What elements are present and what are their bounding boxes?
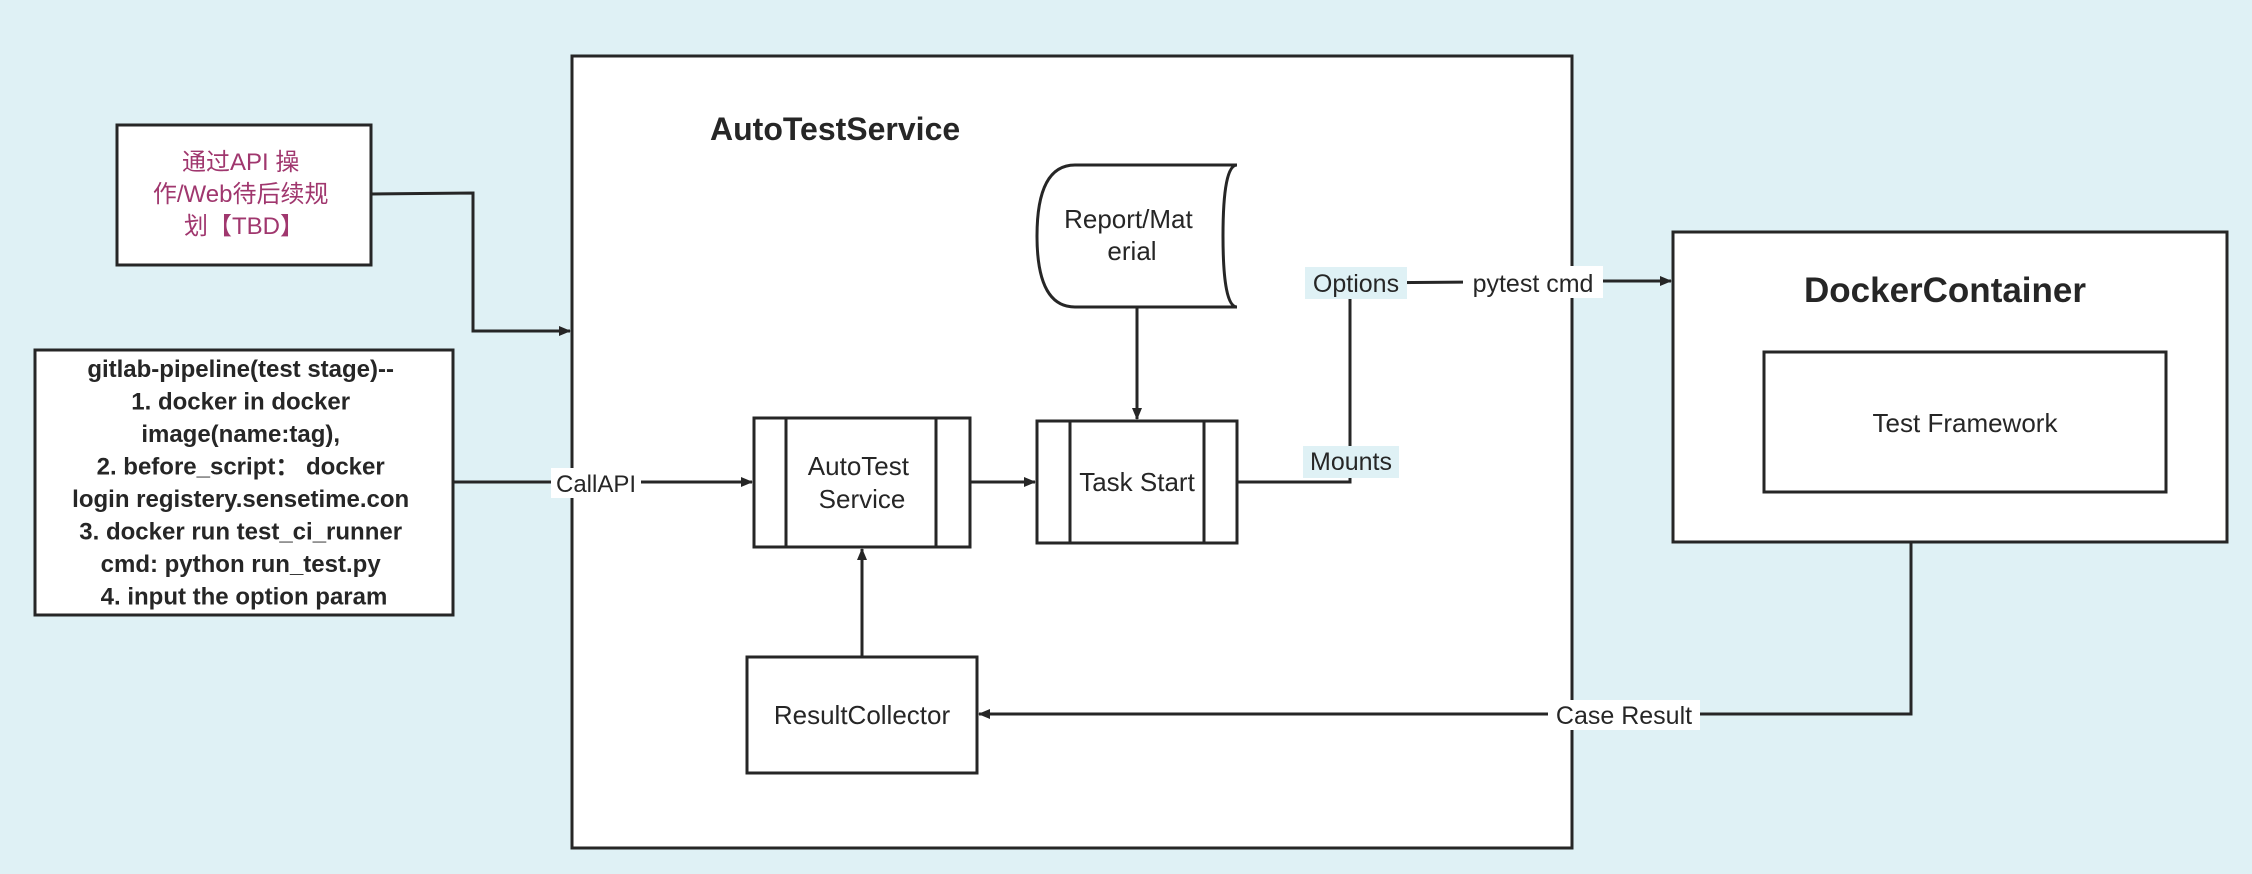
options-label: Options (1313, 270, 1399, 298)
pipeline-line: 1. docker in docker (131, 389, 350, 416)
autotest-service-process: AutoTest Service (752, 416, 972, 549)
pipeline-line: gitlab-pipeline(test stage)-- (87, 356, 394, 383)
autotest-service-label: AutoTest Service (808, 451, 916, 514)
api-note-box: 通过API 操 作/Web待后续规 划【TBD】 (115, 123, 373, 267)
test-framework-label: Test Framework (1873, 408, 2059, 438)
pipeline-line: 3. docker run test_ci_runner (79, 519, 402, 546)
result-collector-label: ResultCollector (774, 700, 951, 730)
gitlab-pipeline-text: gitlab-pipeline(test stage)-- 1. docker … (72, 356, 416, 611)
docker-container: DockerContainer Test Framework (1671, 230, 2229, 544)
api-note-line: 通过API 操 (182, 149, 299, 176)
test-framework-box (1762, 350, 2168, 494)
auto-test-service-title: AutoTestService (710, 111, 960, 147)
report-material-label: Report/Mat erial (1064, 204, 1200, 266)
callapi-label: CallAPI (556, 471, 636, 498)
docker-container-title: DockerContainer (1804, 271, 2086, 310)
mounts-label: Mounts (1310, 448, 1392, 476)
pipeline-line: login registery.sensetime.con (72, 486, 409, 513)
case-result-edge (978, 542, 1913, 719)
api-note-line: 作/Web待后续规 (153, 181, 329, 208)
pipeline-line: 2. before_script： docker (97, 454, 385, 481)
pipeline-line: 4. input the option param (101, 584, 388, 611)
case-result-label: Case Result (1556, 702, 1692, 730)
api-note-text: 通过API 操 作/Web待后续规 划【TBD】 (153, 149, 335, 240)
gitlab-pipeline-box: gitlab-pipeline(test stage)-- 1. docker … (33, 348, 455, 617)
task-start-process: Task Start (1035, 419, 1239, 545)
api-note-line: 划【TBD】 (184, 213, 304, 240)
result-collector-box: ResultCollector (745, 655, 979, 775)
pytest-cmd-label: pytest cmd (1473, 270, 1594, 298)
task-start-label: Task Start (1079, 467, 1195, 497)
pipeline-line: cmd: python run_test.py (101, 551, 382, 578)
edge-labels: CallAPI Options Mounts pytest cmd Case R… (551, 266, 1700, 730)
note-to-service-edge (370, 191, 571, 336)
report-material-storage: Report/Mat erial (1035, 163, 1238, 309)
pipeline-line: image(name:tag), (141, 421, 340, 448)
